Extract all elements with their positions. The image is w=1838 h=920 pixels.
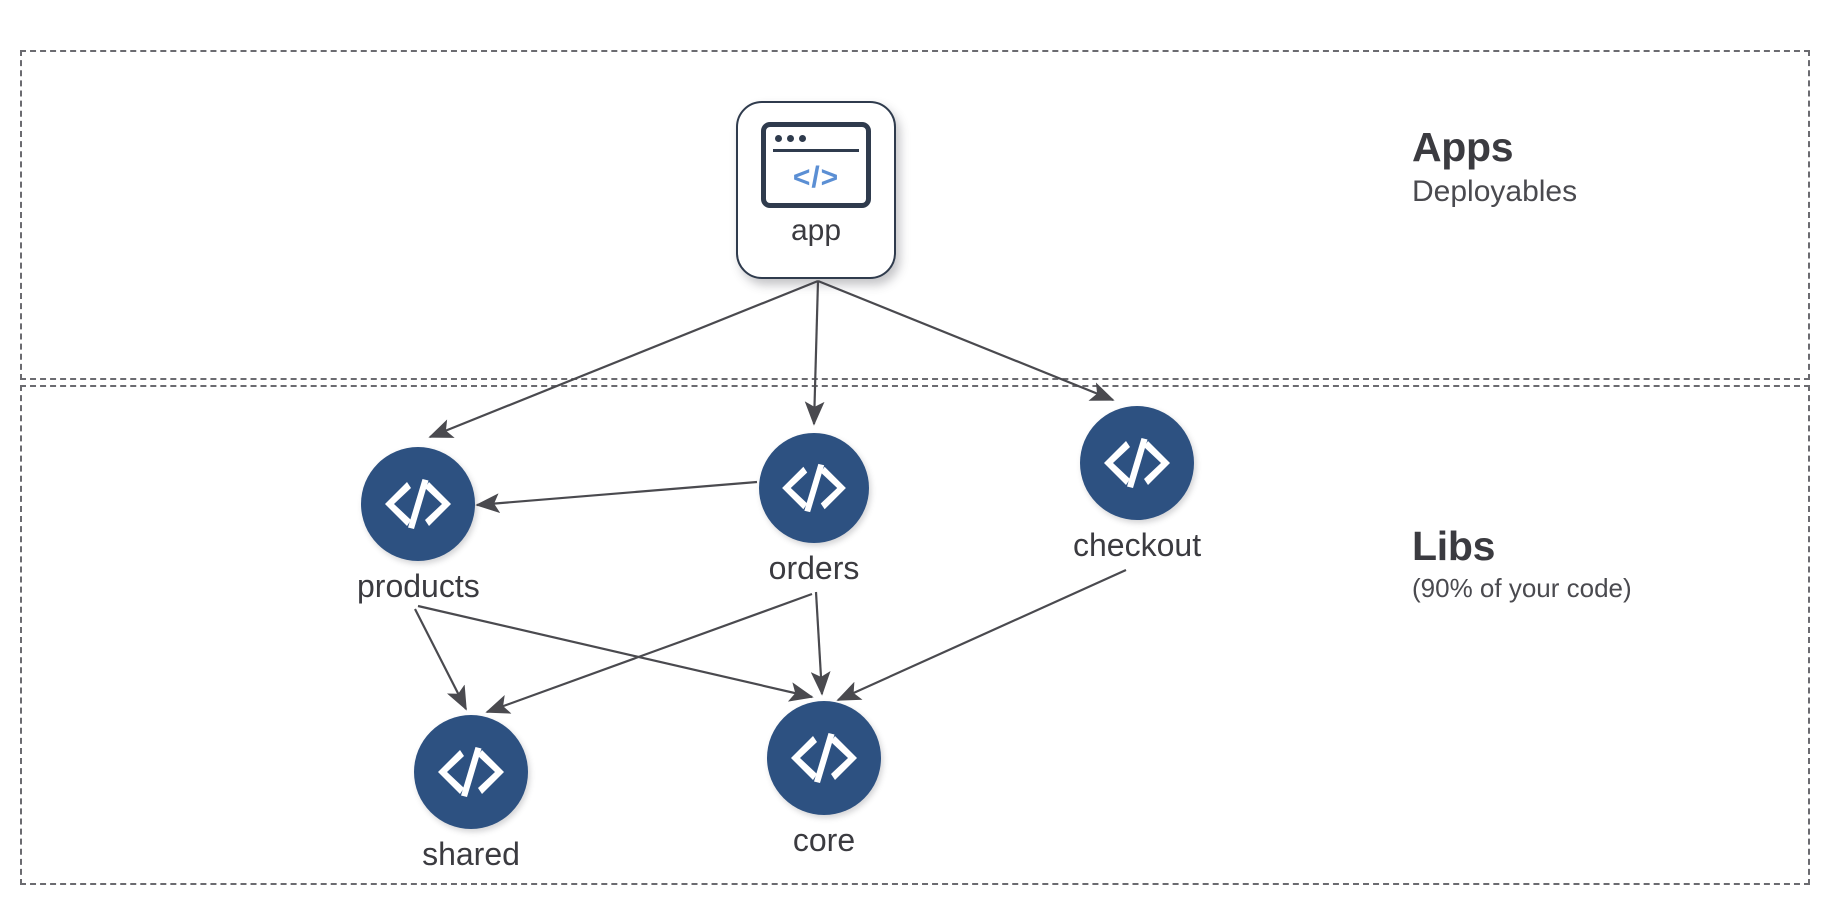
zone-libs-title: Libs (1412, 523, 1496, 569)
node-orders[interactable]: orders (759, 433, 869, 586)
zone-libs-box (20, 385, 1810, 885)
zone-apps-subtitle: Deployables (1412, 175, 1578, 209)
zone-libs-caption: Libs (90% of your code) (1412, 523, 1632, 605)
zone-apps-title: Apps (1412, 124, 1514, 170)
browser-dots-icon (775, 135, 806, 142)
code-icon (361, 447, 476, 561)
code-icon (1080, 406, 1195, 520)
node-products[interactable]: products (357, 447, 480, 604)
node-shared-label: shared (422, 836, 520, 872)
browser-divider (773, 149, 859, 152)
node-checkout[interactable]: checkout (1073, 406, 1201, 563)
zone-apps-caption: Apps Deployables (1412, 124, 1578, 211)
code-glyph: </> (792, 161, 840, 194)
node-core[interactable]: core (767, 701, 881, 858)
code-icon (759, 433, 869, 543)
node-app-label: app (790, 214, 842, 247)
zone-apps-box (20, 50, 1810, 380)
node-orders-label: orders (768, 550, 860, 586)
node-checkout-label: checkout (1073, 527, 1202, 563)
zone-libs-subtitle: (90% of your code) (1412, 573, 1632, 604)
browser-code-icon: </> (761, 122, 871, 208)
node-core-label: core (792, 822, 856, 858)
code-icon (767, 701, 881, 815)
code-icon (414, 715, 528, 829)
node-products-label: products (357, 568, 480, 604)
node-app[interactable]: </> app (736, 101, 896, 279)
node-shared[interactable]: shared (414, 715, 528, 872)
